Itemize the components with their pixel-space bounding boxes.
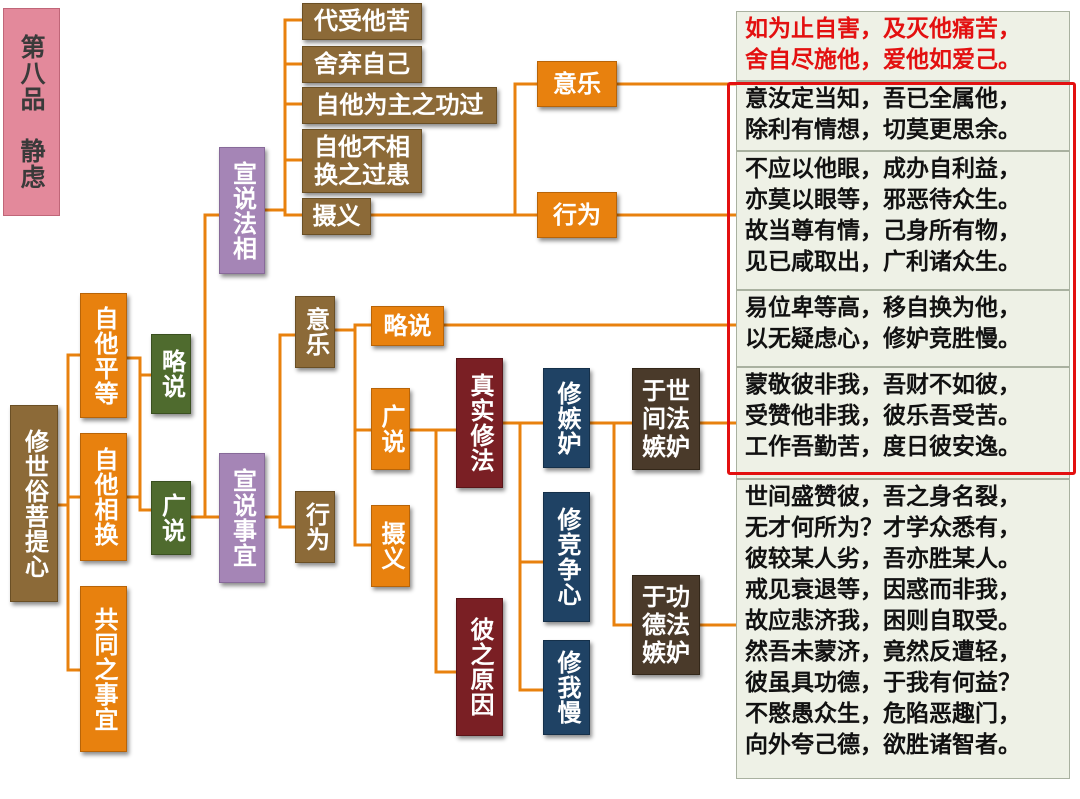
verse-block-1: 如为止自害，及灭他痛苦， 舍自尽施他，爱他如爱己。	[736, 11, 1070, 81]
node-true-practice: 真实修法	[456, 358, 503, 488]
verse-line: 故应悲济我，困则自取受。	[745, 608, 1021, 634]
node-cultivate-competition: 修竞争心	[543, 492, 590, 622]
verse-line: 世间盛赞彼，吾之身名裂，	[745, 484, 1021, 510]
node-conduct-mid: 行为	[295, 491, 335, 563]
verse-line: 受赞他非我，彼乐吾受苦。	[745, 403, 1021, 429]
verse-line: 向外夸己德，欲胜诸智者。	[745, 732, 1021, 758]
verse-line: 亦莫以眼等，邪恶待众生。	[745, 187, 1021, 213]
verse-line: 除利有情想，切莫更思余。	[745, 117, 1021, 143]
node-practice-matters: 宣说事宜	[219, 453, 265, 583]
verse-line: 不愍愚众生，危陷恶趣门，	[745, 701, 1021, 727]
verse-line: 见已咸取出，广利诸众生。	[745, 249, 1021, 275]
node-summary: 摄义	[302, 198, 371, 235]
node-no-exchange-fault: 自他不相换之过患	[302, 129, 422, 193]
verse-line: 无才何所为？才学众悉有，	[745, 515, 1021, 541]
node-conduct-top: 行为	[537, 192, 617, 238]
chapter-title: 第八品 静虑	[3, 8, 60, 216]
verse-line: 如为止自害，及灭他痛苦，	[745, 16, 1021, 42]
node-extensive: 广说	[151, 481, 191, 555]
node-extensive-mid: 广说	[371, 388, 410, 470]
verse-line: 以无疑虑心，修妒竞胜慢。	[745, 326, 1021, 352]
node-bear-suffering: 代受他苦	[302, 3, 422, 40]
verse-line: 易位卑等高，移自换为他，	[745, 295, 1021, 321]
verse-block-6: 世间盛赞彼，吾之身名裂， 无才何所为？才学众悉有， 彼较某人劣，吾亦胜某人。戒见衰退…	[736, 479, 1070, 779]
verse-line: 故当尊有情，己身所有物，	[745, 218, 1021, 244]
verse-block-4: 易位卑等高，移自换为他， 以无疑虑心，修妒竞胜慢。	[736, 290, 1070, 367]
node-abandon-self: 舍弃自己	[302, 46, 422, 83]
verse-line: 舍自尽施他，爱他如爱己。	[745, 47, 1021, 73]
node-causes: 彼之原因	[456, 598, 503, 736]
verse-line: 意汝定当知，吾已全属他，	[745, 86, 1021, 112]
node-summary-mid: 摄义	[371, 505, 410, 587]
node-exchange-self-other: 自他相换	[80, 433, 127, 561]
verse-block-3: 不应以他眼，成办自利益， 亦莫以眼等，邪恶待众生。故当尊有情，己身所有物， 见已咸取…	[736, 151, 1070, 290]
verse-block-5: 蒙敬彼非我，吾财不如彼， 受赞他非我，彼乐吾受苦。工作吾勤苦，度日彼安逸。	[736, 367, 1070, 479]
node-self-other-merit: 自他为主之功过	[302, 87, 497, 124]
verse-line: 彼较某人劣，吾亦胜某人。	[745, 546, 1021, 572]
node-brief-mid: 略说	[371, 306, 444, 346]
node-intent-top: 意乐	[537, 61, 617, 107]
node-dharma-aspect: 宣说法相	[219, 147, 265, 274]
node-worldly-envy: 于世间法嫉妒	[632, 368, 700, 470]
verse-line: 然吾未蒙济，竟然反遭轻，	[745, 639, 1021, 665]
verse-block-2: 意汝定当知，吾已全属他， 除利有情想，切莫更思余。	[736, 81, 1070, 151]
node-common-matters: 共同之事宜	[80, 586, 127, 752]
verse-line: 不应以他眼，成办自利益，	[745, 156, 1021, 182]
node-cultivate-pride: 修我慢	[543, 640, 590, 735]
node-equal-self-other: 自他平等	[80, 293, 127, 418]
verse-line: 工作吾勤苦，度日彼安逸。	[745, 434, 1021, 460]
node-intent-mid: 意乐	[295, 296, 335, 368]
root-node: 修世俗菩提心	[10, 405, 58, 602]
verse-line: 戒见衰退等，因惑而非我，	[745, 577, 1021, 603]
node-cultivate-envy: 修嫉妒	[543, 368, 590, 468]
node-brief: 略说	[151, 334, 191, 414]
verse-line: 彼虽具功德，于我有何益？	[745, 670, 1021, 696]
verse-line: 蒙敬彼非我，吾财不如彼，	[745, 372, 1021, 398]
node-merit-envy: 于功德法嫉妒	[632, 575, 700, 675]
